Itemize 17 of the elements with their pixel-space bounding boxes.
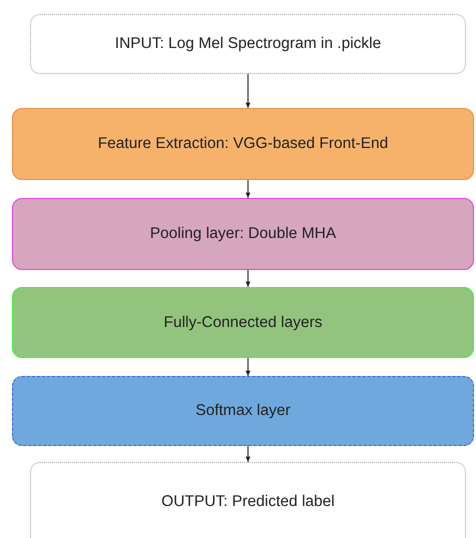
arrow (246, 446, 250, 462)
process-box (12, 108, 474, 180)
arrow (246, 358, 250, 376)
node-label: Feature Extraction: VGG-based Front-End (98, 135, 388, 153)
node-label: Softmax layer (196, 402, 290, 420)
input-box (30, 14, 466, 74)
arrow (246, 180, 250, 198)
node-label: OUTPUT: Predicted label (161, 493, 335, 511)
node-label: Fully-Connected layers (164, 314, 322, 332)
node-label: INPUT: Log Mel Spectrogram in .pickle (114, 35, 382, 53)
output-box (30, 462, 466, 538)
process-box (12, 376, 474, 446)
node-label: Pooling layer: Double MHA (150, 225, 336, 243)
arrow (246, 270, 250, 288)
process-box (12, 287, 474, 358)
arrow (246, 74, 250, 108)
process-box (12, 198, 474, 270)
